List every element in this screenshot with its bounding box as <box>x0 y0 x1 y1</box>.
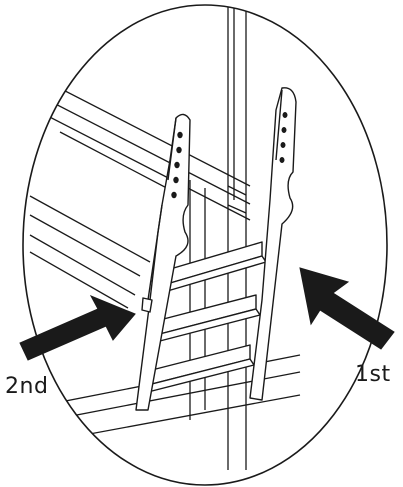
arrow-first <box>299 267 395 350</box>
ladder-right-rail <box>249 87 297 401</box>
ladder-left-rail <box>135 113 191 411</box>
arrow-second <box>19 295 136 361</box>
bed-post <box>227 5 247 470</box>
bed-upper-rail <box>39 77 251 221</box>
label-first: 1st <box>355 362 391 387</box>
label-second: 2nd <box>5 374 49 399</box>
ladder <box>135 87 297 411</box>
bed-side-panel <box>29 195 151 309</box>
